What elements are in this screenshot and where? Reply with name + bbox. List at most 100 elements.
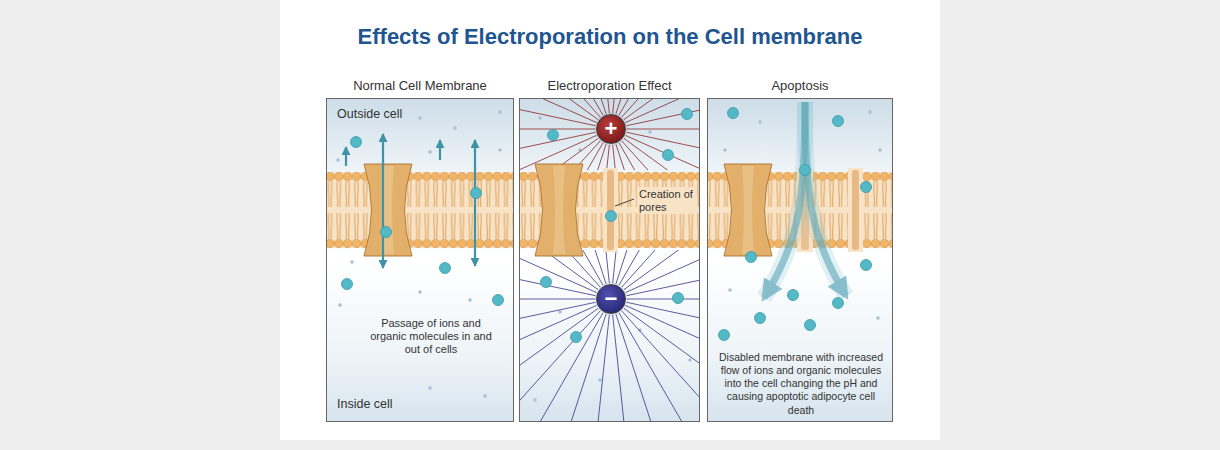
small-particles bbox=[533, 398, 537, 402]
ion-particle bbox=[673, 293, 684, 304]
influx-arrow bbox=[805, 102, 846, 296]
small-particles bbox=[723, 148, 727, 152]
transport-arrow bbox=[382, 134, 384, 268]
negative-field-line bbox=[616, 250, 673, 284]
panel-ground bbox=[519, 98, 700, 422]
transport-arrow bbox=[474, 140, 476, 266]
positive-field-line bbox=[627, 132, 699, 170]
ion-particle bbox=[755, 313, 766, 324]
positive-field-line bbox=[590, 99, 609, 113]
ion-particle bbox=[342, 279, 353, 290]
positive-field-line bbox=[626, 136, 699, 170]
ion-particle bbox=[788, 290, 799, 301]
negative-field-line bbox=[627, 299, 699, 300]
ion-particle bbox=[800, 165, 811, 176]
influx-arrow bbox=[805, 102, 846, 296]
caption-text: Disabled membrane with increased flow of… bbox=[714, 351, 888, 417]
negative-field-line bbox=[520, 299, 595, 300]
ion-particle bbox=[493, 295, 504, 306]
negative-field-line bbox=[520, 308, 598, 416]
negative-field-line bbox=[613, 315, 632, 421]
negative-field-line bbox=[619, 250, 699, 285]
influx-arrow bbox=[764, 102, 805, 298]
region-label: Outside cell bbox=[337, 107, 402, 121]
electrode-circle: + bbox=[596, 114, 626, 144]
membrane-pore bbox=[603, 168, 618, 252]
small-particles bbox=[428, 150, 432, 154]
caption-text: Passage of ions and organic molecules in… bbox=[369, 317, 493, 357]
positive-field-line bbox=[520, 143, 603, 170]
small-particles bbox=[538, 116, 542, 120]
small-particles bbox=[468, 298, 472, 302]
positive-field-line bbox=[520, 99, 603, 115]
panel-frame: ApoptosisDisabled membrane with increase… bbox=[707, 98, 893, 422]
small-particles bbox=[453, 126, 457, 130]
negative-field-line bbox=[590, 250, 609, 283]
negative-field-line bbox=[520, 306, 596, 381]
ion-particle bbox=[381, 227, 392, 238]
negative-field-line bbox=[520, 250, 600, 287]
negative-field-line bbox=[520, 302, 595, 340]
channel-protein bbox=[724, 164, 772, 256]
electrode-circle: − bbox=[596, 284, 626, 314]
ion-particle bbox=[746, 252, 757, 263]
positive-field-line bbox=[520, 129, 595, 130]
negative-field-line bbox=[619, 313, 699, 421]
transport-arrow bbox=[346, 134, 475, 268]
ion-particle bbox=[541, 277, 552, 288]
membrane-pore bbox=[852, 170, 859, 250]
panel-ground bbox=[326, 98, 514, 422]
positive-field-line bbox=[619, 143, 699, 170]
positive-field-line bbox=[613, 99, 632, 113]
pole-sign: + bbox=[605, 118, 618, 140]
small-particles bbox=[648, 130, 652, 134]
channel-protein bbox=[364, 164, 412, 256]
small-particles bbox=[878, 148, 882, 152]
lipid-bilayer bbox=[327, 170, 513, 250]
small-particles bbox=[876, 316, 880, 320]
positive-field-line bbox=[520, 99, 595, 126]
positive-field-line bbox=[624, 99, 699, 120]
negative-field-line bbox=[624, 250, 699, 290]
negative-field-line bbox=[622, 250, 699, 287]
negative-field-line bbox=[622, 311, 699, 421]
panel-frame: Electroporation EffectCreation of pores+… bbox=[519, 98, 700, 422]
positive-field-line bbox=[520, 99, 596, 122]
small-particles bbox=[728, 288, 732, 292]
ion-particle bbox=[861, 182, 872, 193]
ion-particle bbox=[342, 108, 872, 343]
small-particles bbox=[598, 378, 602, 382]
negative-field-line bbox=[616, 314, 673, 421]
small-particles bbox=[498, 148, 502, 152]
positive-field-line bbox=[613, 145, 632, 170]
negative-field-line bbox=[520, 250, 603, 285]
positive-field-line bbox=[624, 138, 699, 170]
ion-particle bbox=[719, 330, 730, 341]
ion-particle bbox=[351, 137, 362, 148]
small-particles bbox=[428, 386, 432, 390]
ion-particle bbox=[440, 263, 451, 274]
membrane-pore bbox=[848, 168, 863, 252]
small-particles bbox=[483, 394, 487, 398]
diagram-title: Effects of Electroporation on the Cell m… bbox=[280, 24, 940, 50]
positive-field-line bbox=[520, 99, 699, 170]
panel-frame: Normal Cell MembraneOutside cellPassage … bbox=[326, 98, 514, 422]
small-particles bbox=[418, 290, 422, 294]
positive-field-line bbox=[520, 99, 600, 117]
positive-field-line bbox=[616, 144, 673, 170]
panel-ground bbox=[326, 98, 893, 422]
ion-particle bbox=[833, 298, 844, 309]
positive-field-line bbox=[627, 129, 699, 130]
small-particles bbox=[558, 310, 562, 314]
leader-line bbox=[615, 199, 634, 206]
positive-field-line bbox=[626, 99, 699, 122]
small-particles bbox=[758, 120, 762, 124]
ion-particle bbox=[861, 260, 872, 271]
negative-field-line bbox=[520, 311, 600, 421]
ion-particle bbox=[805, 320, 816, 331]
ion-particle bbox=[682, 109, 693, 120]
ion-particle bbox=[663, 150, 674, 161]
panel-heading: Electroporation Effect bbox=[510, 78, 709, 93]
influx-arrow bbox=[764, 102, 846, 298]
